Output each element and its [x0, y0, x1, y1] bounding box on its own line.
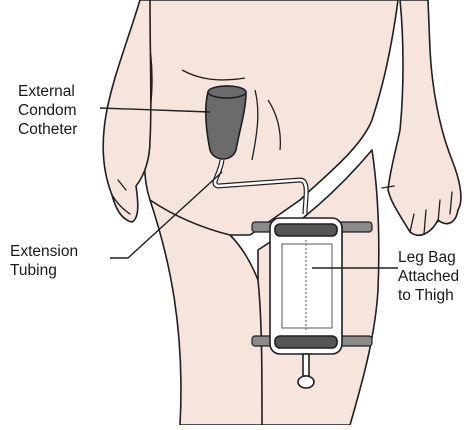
tubing-label-line1: Extension [10, 242, 78, 261]
tubing-label: Extension Tubing [10, 242, 78, 280]
legbag-label-line2: Attached [398, 267, 459, 286]
right-hand [388, 0, 461, 235]
legbag-label: Leg Bag Attached to Thigh [398, 248, 459, 305]
legbag-label-line3: to Thigh [398, 286, 459, 305]
catheter-label-line2: Condom [18, 101, 77, 120]
legbag-label-line1: Leg Bag [398, 248, 459, 267]
catheter-label-line1: External [18, 82, 77, 101]
tubing-label-line2: Tubing [10, 261, 78, 280]
catheter-label: External Condom Cotheter [18, 82, 77, 139]
catheter-label-line3: Cotheter [18, 120, 77, 139]
left-hand [103, 0, 151, 222]
